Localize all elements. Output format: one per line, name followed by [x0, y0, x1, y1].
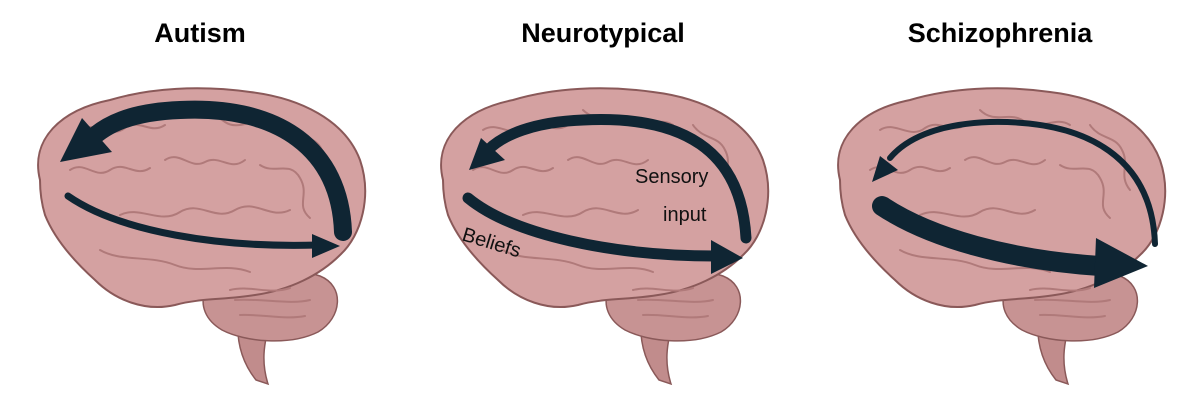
brain-diagram-schizophrenia — [837, 87, 1167, 386]
panel-schizophrenia: Schizophrenia — [800, 0, 1199, 417]
panel-title: Neurotypical — [521, 18, 685, 48]
belief-arrow-thin — [872, 118, 1158, 247]
panel-neurotypical: Neurotypical — [403, 0, 803, 417]
cerebrum — [837, 87, 1167, 309]
sensory-arrow-thin — [64, 192, 340, 258]
label-sensory-line1: Sensory — [635, 166, 708, 188]
sensory-arrow-medium — [462, 192, 743, 274]
belief-arrow-medium — [469, 114, 752, 244]
panel-title: Schizophrenia — [907, 18, 1093, 48]
sensory-arrow-thick — [872, 196, 1148, 288]
panel-autism: Autism — [0, 0, 400, 417]
brain-diagram-neurotypical: Sensory input Beliefs — [440, 87, 770, 386]
brain-icon — [837, 87, 1167, 386]
label-sensory-line2: input — [663, 204, 707, 226]
belief-arrow-thick — [60, 100, 352, 241]
gyri — [869, 109, 1131, 319]
brain-diagram-autism — [37, 87, 367, 386]
panel-title: Autism — [154, 18, 246, 48]
cerebrum — [37, 87, 367, 309]
